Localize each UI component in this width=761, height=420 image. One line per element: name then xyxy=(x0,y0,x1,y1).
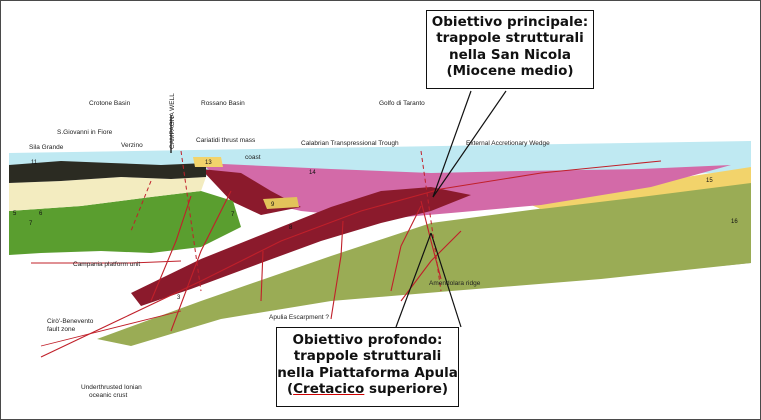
label-amendolara-ridge: Amendolara ridge xyxy=(429,280,481,287)
callout-main-line1: Obiettivo principale: xyxy=(431,14,589,30)
unit-number-11: 11 xyxy=(31,160,38,166)
unit-number-15: 15 xyxy=(706,178,713,184)
unit-number-6: 6 xyxy=(39,211,43,217)
maroon-thrust-unit xyxy=(131,187,471,306)
label-verzino: Verzino xyxy=(121,142,143,149)
label-ionian-crust-line1: Underthrusted Ionian xyxy=(81,384,142,391)
label-sgiovanni: S.Giovanni in Fiore xyxy=(57,129,113,136)
label-ionian-crust-line2: oceanic crust xyxy=(89,392,127,399)
unit-number-16: 16 xyxy=(731,219,738,225)
label-golfo-taranto: Golfo di Taranto xyxy=(379,100,425,107)
left-crust-lines xyxy=(31,260,182,347)
callout-deep-line2: trappole strutturali xyxy=(293,348,442,365)
callout-pointers xyxy=(395,90,507,328)
label-crotone-basin: Crotone Basin xyxy=(89,100,131,107)
label-apulia-escarpment: Apulia Escarpment ? xyxy=(269,314,329,321)
pink-accretionary-unit xyxy=(201,163,731,219)
callout-main-line2: trappole strutturali xyxy=(436,30,584,47)
callout-deep-cretacico: Cretacico xyxy=(293,381,365,398)
label-sila-grande: Sila Grande xyxy=(29,144,64,151)
callout-main-line4: (Miocene medio) xyxy=(446,63,574,80)
apulia-platform-unit xyxy=(97,179,751,346)
dark-crystalline-unit xyxy=(9,161,206,183)
unit-number-7b: 7 xyxy=(231,212,235,218)
callout-deep-superiore: superiore) xyxy=(364,381,449,398)
unit-number-13: 13 xyxy=(205,160,212,166)
callout-main-target: Obiettivo principale: trappole struttura… xyxy=(426,10,594,89)
yellow-lens-9 xyxy=(263,197,299,209)
fault-lines xyxy=(40,160,662,358)
unit-number-5: 5 xyxy=(13,211,17,217)
callout-deep-line4: (Cretacico superiore) xyxy=(277,381,458,397)
callout-deep-line1: Obiettivo profondo: xyxy=(292,332,443,348)
label-ciro-fault-line1: Cirò'-Benevento xyxy=(47,318,94,325)
unit-number-3: 3 xyxy=(177,295,181,301)
callout-deep-paren-open: ( xyxy=(286,381,294,398)
label-campagna-well: CAMPAGNA WELL xyxy=(169,93,176,149)
callout-deep-target: Obiettivo profondo: trappole strutturali… xyxy=(276,327,459,407)
label-coast: coast xyxy=(245,154,261,161)
callout-deep-line3: nella Piattaforma Apula xyxy=(277,364,458,381)
unit-number-14: 14 xyxy=(309,170,316,176)
label-calabrian-trough: Calabrian Transpressional Trough xyxy=(301,140,399,147)
label-rossano-basin: Rossano Basin xyxy=(201,100,245,107)
unit-number-9: 9 xyxy=(271,202,275,208)
unit-number-8: 8 xyxy=(289,225,293,231)
unit-number-7a: 7 xyxy=(29,221,33,227)
campania-green-unit xyxy=(9,191,241,255)
label-ciro-fault-line2: fault zone xyxy=(47,326,76,333)
label-cariatidi: Cariatidi thrust mass xyxy=(196,137,256,144)
cream-sediment-unit xyxy=(9,177,206,211)
dashed-faults xyxy=(130,150,442,292)
label-campania-unit: Campania platform unit xyxy=(73,261,140,268)
label-external-wedge: External Accretionary Wedge xyxy=(466,140,550,147)
callout-main-line3: nella San Nicola xyxy=(449,46,571,63)
yellow-lens-13 xyxy=(193,157,223,167)
